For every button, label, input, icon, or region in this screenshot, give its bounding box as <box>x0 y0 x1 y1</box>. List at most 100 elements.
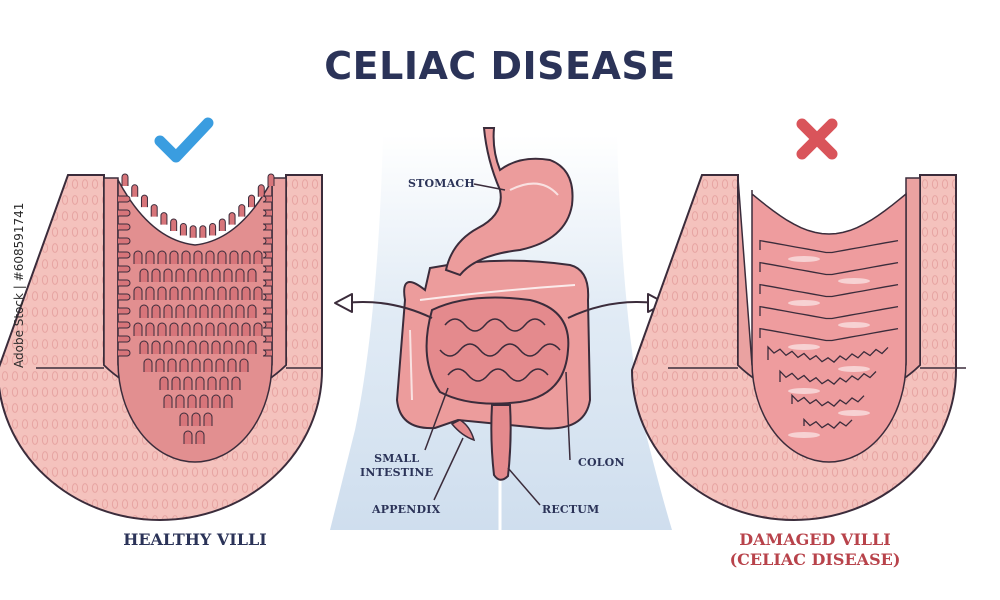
fold-highlight <box>788 388 820 394</box>
villus-wall <box>118 293 131 301</box>
villus-fringe <box>209 223 217 236</box>
villus <box>193 286 203 300</box>
villus <box>235 304 245 318</box>
villus <box>217 250 227 264</box>
villus <box>169 286 179 300</box>
villus-fringe <box>238 204 246 217</box>
villus <box>187 340 197 354</box>
villus <box>169 322 179 336</box>
fold-highlight <box>788 256 820 262</box>
villus <box>163 394 173 408</box>
flattened-fold <box>759 261 899 276</box>
villus-wall <box>262 265 272 273</box>
small-intestine-shape <box>425 296 570 405</box>
villus-fringe <box>199 225 207 238</box>
villus-wall <box>118 237 131 245</box>
villus-wall <box>262 195 272 203</box>
villus <box>235 340 245 354</box>
villus <box>247 304 257 318</box>
villus <box>241 322 251 336</box>
label-stomach: STOMACH <box>408 177 475 190</box>
villus <box>181 286 191 300</box>
villus <box>157 250 167 264</box>
villus <box>181 322 191 336</box>
villus <box>133 250 143 264</box>
villus <box>145 250 155 264</box>
damaged-villi-mass <box>751 190 907 463</box>
flattened-fold <box>803 417 853 429</box>
villus <box>199 340 209 354</box>
villus-fringe <box>170 218 178 232</box>
villus <box>187 268 197 282</box>
flattened-fold <box>759 283 899 298</box>
villus <box>151 268 161 282</box>
villus <box>179 358 189 372</box>
villus <box>139 340 149 354</box>
villus <box>163 340 173 354</box>
healthy-villi-illustration <box>0 173 323 521</box>
villus <box>211 340 221 354</box>
villus <box>193 250 203 264</box>
damaged-villi-folds <box>759 239 899 438</box>
villus-wall <box>262 279 272 287</box>
villus-wall <box>262 209 272 217</box>
villus <box>193 322 203 336</box>
villus <box>151 304 161 318</box>
page-title: CELIAC DISEASE <box>324 44 676 88</box>
villus <box>187 304 197 318</box>
damaged-villi-caption-line2: (CELIAC DISEASE) <box>729 550 901 569</box>
villus-wall <box>262 321 272 329</box>
villus <box>175 394 185 408</box>
villus <box>219 376 229 390</box>
villus <box>133 286 143 300</box>
villus <box>205 250 215 264</box>
villus-wall <box>118 321 131 329</box>
fold-highlight <box>838 410 870 416</box>
villus <box>223 304 233 318</box>
villus-fringe <box>131 184 139 197</box>
villus <box>253 250 263 264</box>
villus <box>181 250 191 264</box>
villus <box>133 322 143 336</box>
villus <box>151 340 161 354</box>
villus <box>155 358 165 372</box>
villus <box>199 394 209 408</box>
villus <box>239 358 249 372</box>
villus <box>139 268 149 282</box>
villus-wall <box>262 349 272 357</box>
flattened-fold <box>791 393 865 407</box>
villus-wall <box>262 307 272 315</box>
villus <box>205 286 215 300</box>
villus <box>211 268 221 282</box>
damaged-villi-illustration <box>630 174 966 521</box>
villus-fringe <box>267 173 275 186</box>
villus <box>159 376 169 390</box>
fold-highlight <box>788 432 820 438</box>
villus <box>139 304 149 318</box>
villus <box>229 286 239 300</box>
healthy-villi-loops <box>118 173 275 444</box>
villus <box>215 358 225 372</box>
villus <box>183 376 193 390</box>
villus-fringe <box>228 212 236 225</box>
villus <box>157 322 167 336</box>
villus <box>229 250 239 264</box>
fold-highlight <box>788 300 820 306</box>
villus <box>229 322 239 336</box>
villus <box>191 358 201 372</box>
villus <box>175 304 185 318</box>
damaged-villi-caption: DAMAGED VILLI (CELIAC DISEASE) <box>690 530 940 570</box>
villus-fringe <box>121 173 129 186</box>
villus <box>179 412 189 426</box>
villus-fringe <box>140 194 148 208</box>
villus <box>199 304 209 318</box>
villus-fringe <box>189 225 197 238</box>
villus-fringe <box>160 212 168 225</box>
flattened-fold <box>767 345 889 363</box>
villus <box>227 358 237 372</box>
villus-wall <box>262 251 272 259</box>
villus <box>241 250 251 264</box>
villus <box>199 268 209 282</box>
villus-wall <box>118 223 131 231</box>
